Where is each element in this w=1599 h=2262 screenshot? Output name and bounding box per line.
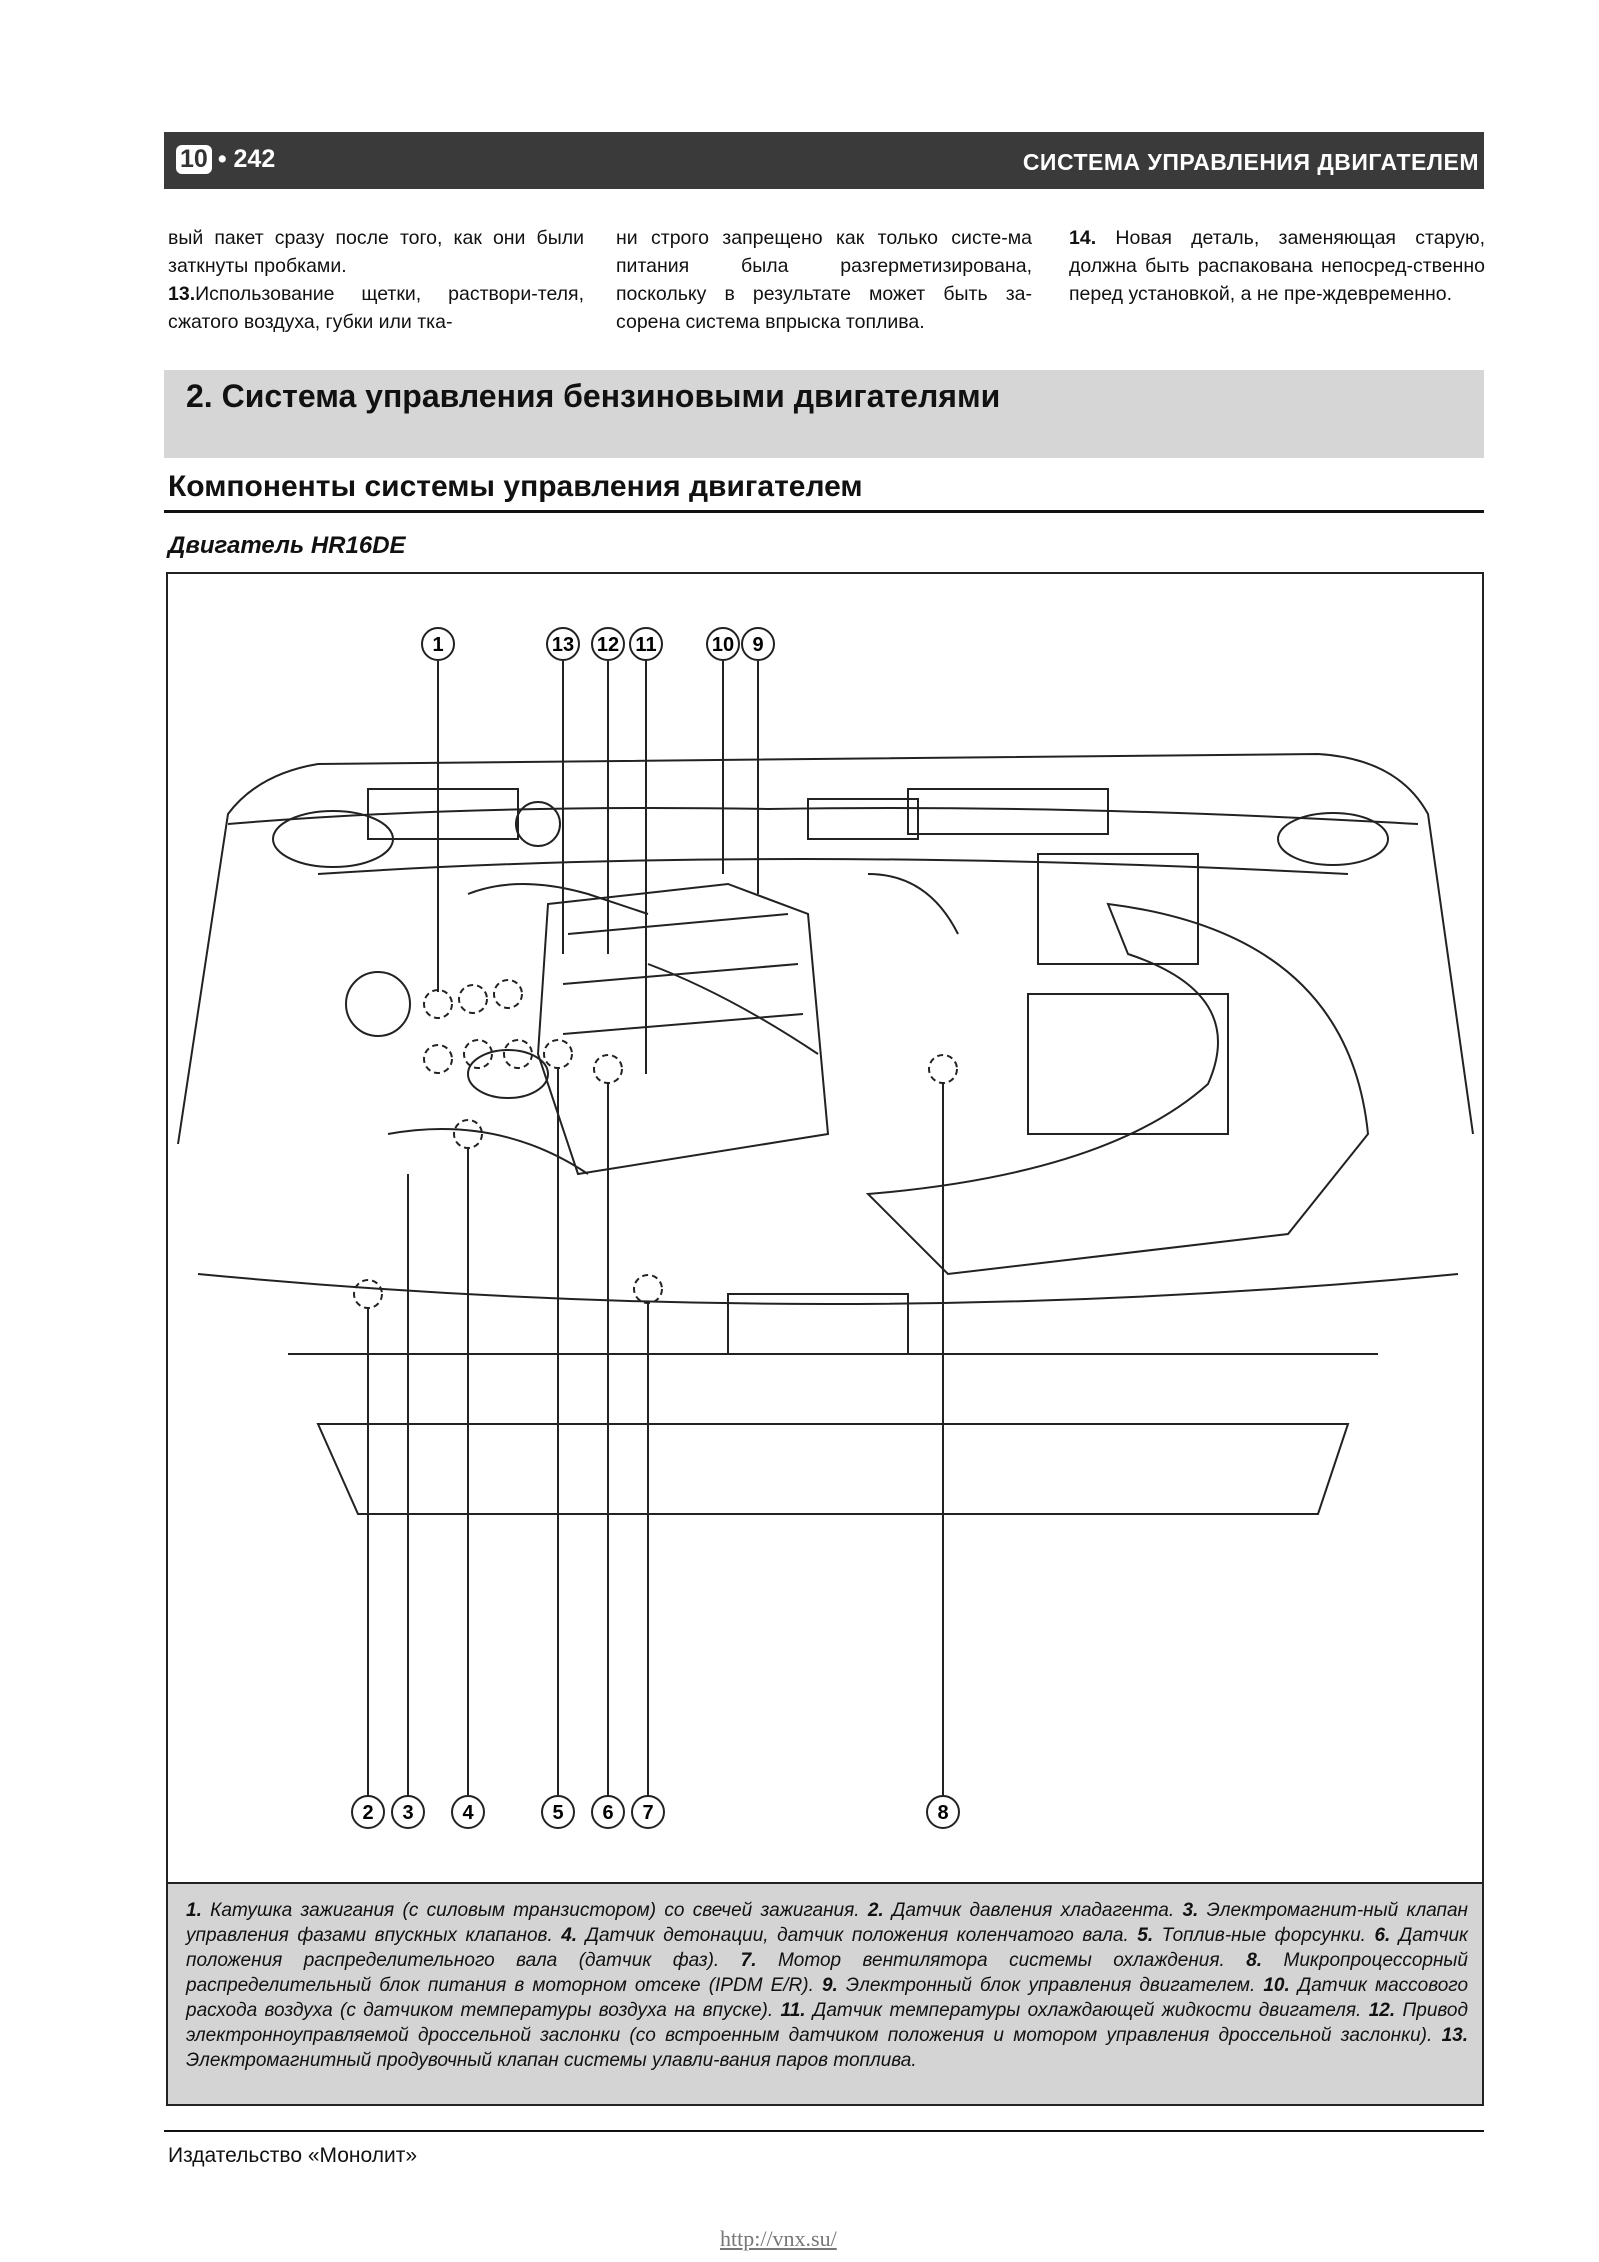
caption-item-text: Микропроцессорный распределительный блок… <box>186 1950 1468 1996</box>
caption-item-number: 8. <box>1246 1950 1263 1971</box>
callout-label: 7 <box>642 1802 653 1824</box>
text-column-2: ни строго запрещено как только систе-ма … <box>616 224 1032 336</box>
callout-label: 2 <box>362 1802 373 1824</box>
chapter-number: 10 <box>176 145 212 174</box>
page-header-bar <box>164 132 1484 189</box>
caption-item-text: Датчик давления хладагента. <box>883 1900 1183 1921</box>
callout-marker-1 <box>421 627 455 661</box>
caption-item-text: Катушка зажигания (с силовым транзисторо… <box>201 1900 868 1921</box>
list-item: 13.Использование щетки, раствори-теля, с… <box>168 280 584 336</box>
caption-item-text: Топлив-ные форсунки. <box>1153 1925 1375 1946</box>
section-band <box>164 370 1484 458</box>
callout-label: 11 <box>635 634 656 656</box>
callout-markers-bottom: 2 3 4 5 6 7 8 <box>351 1795 960 1829</box>
callout-marker-4 <box>451 1795 485 1829</box>
callout-label: 12 <box>597 634 619 656</box>
text-column-1: вый пакет сразу после того, как они были… <box>168 224 584 336</box>
callout-label: 6 <box>602 1802 613 1824</box>
divider <box>164 510 1484 513</box>
callout-marker-13 <box>546 627 580 661</box>
footer-divider <box>164 2130 1484 2132</box>
figure-caption: 1. Катушка зажигания (с силовым транзист… <box>186 1898 1468 2073</box>
page-separator: • <box>217 145 227 173</box>
callout-label: 9 <box>752 634 763 656</box>
callout-marker-11 <box>629 627 663 661</box>
caption-item-number: 2. <box>867 1900 884 1921</box>
callout-marker-2 <box>351 1795 385 1829</box>
paragraph: ни строго запрещено как только систе-ма … <box>616 227 1032 333</box>
caption-band <box>166 1884 1484 2106</box>
caption-item-number: 10. <box>1263 1975 1290 1996</box>
caption-item-number: 4. <box>561 1925 578 1946</box>
publisher-name: Издательство «Монолит» <box>168 2144 418 2167</box>
callout-label: 5 <box>552 1802 563 1824</box>
callout-label: 8 <box>937 1802 948 1824</box>
item-number: 14. <box>1069 227 1097 249</box>
caption-item-number: 5. <box>1137 1925 1154 1946</box>
caption-item-text: Электромагнит-ный клапан управления фаза… <box>186 1900 1468 1946</box>
callout-label: 3 <box>402 1802 413 1824</box>
caption-item-text: Датчик массового расхода воздуха (с датч… <box>186 1975 1469 2021</box>
caption-item-text: Датчик температуры охлаждающей жидкости … <box>805 2000 1369 2021</box>
page-number: 10• 242 <box>176 145 275 174</box>
caption-item-number: 1. <box>186 1900 202 1921</box>
caption-item-text: Электронный блок управления двигателем. <box>837 1975 1264 1996</box>
callout-marker-12 <box>591 627 625 661</box>
callout-label: 10 <box>712 634 734 656</box>
callout-marker-9 <box>741 627 775 661</box>
list-item: 14. Новая деталь, заменяющая старую, дол… <box>1069 224 1485 308</box>
item-text: Использование щетки, раствори-теля, сжат… <box>168 283 584 333</box>
caption-item-number: 13. <box>1441 2025 1468 2046</box>
text-column-3: 14. Новая деталь, заменяющая старую, дол… <box>1069 224 1485 308</box>
chapter-title: СИСТЕМА УПРАВЛЕНИЯ ДВИГАТЕЛЕМ <box>1022 149 1479 175</box>
caption-item-number: 6. <box>1374 1925 1391 1946</box>
callout-label: 1 <box>432 634 443 656</box>
section-title: 2. Система управления бензиновыми двигат… <box>186 378 1001 414</box>
callout-marker-7 <box>631 1795 665 1829</box>
item-text: Новая деталь, заменяющая старую, должна … <box>1069 227 1485 305</box>
callout-marker-8 <box>926 1795 960 1829</box>
caption-item-number: 7. <box>740 1950 757 1971</box>
engine-diagram: 1 13 12 11 10 9 2 3 4 5 6 7 8 <box>166 572 1484 1884</box>
engine-label: Двигатель HR16DE <box>168 532 406 559</box>
callout-marker-10 <box>706 627 740 661</box>
callout-label: 4 <box>462 1802 474 1824</box>
callout-label: 13 <box>552 634 574 656</box>
watermark-url[interactable]: http://vnx.su/ <box>720 2226 837 2251</box>
caption-item-text: Привод электронноуправляемой дроссельной… <box>186 2000 1468 2046</box>
engine-bay-illustration: 1 13 12 11 10 9 2 3 4 5 6 7 8 <box>177 627 1474 1829</box>
caption-item-number: 11. <box>780 2000 806 2021</box>
paragraph: вый пакет сразу после того, как они были… <box>168 227 584 277</box>
item-number: 13. <box>168 283 196 305</box>
page-number-value: 242 <box>233 145 276 173</box>
subsection-title: Компоненты системы управления двигателем <box>168 470 863 503</box>
caption-item-number: 3. <box>1182 1900 1199 1921</box>
caption-item-text: Датчик детонации, датчик положения колен… <box>577 1925 1138 1946</box>
caption-item-number: 9. <box>821 1975 838 1996</box>
callout-marker-5 <box>541 1795 575 1829</box>
callout-markers-top: 1 13 12 11 10 9 <box>421 627 775 661</box>
caption-item-text: Электромагнитный продувочный клапан сист… <box>186 2050 917 2071</box>
caption-item-number: 12. <box>1368 2000 1396 2021</box>
caption-item-text: Мотор вентилятора системы охлаждения. <box>756 1950 1247 1971</box>
caption-item-text: Датчик положения распределительного вала… <box>186 1925 1468 1971</box>
callout-marker-6 <box>591 1795 625 1829</box>
callout-marker-3 <box>391 1795 425 1829</box>
